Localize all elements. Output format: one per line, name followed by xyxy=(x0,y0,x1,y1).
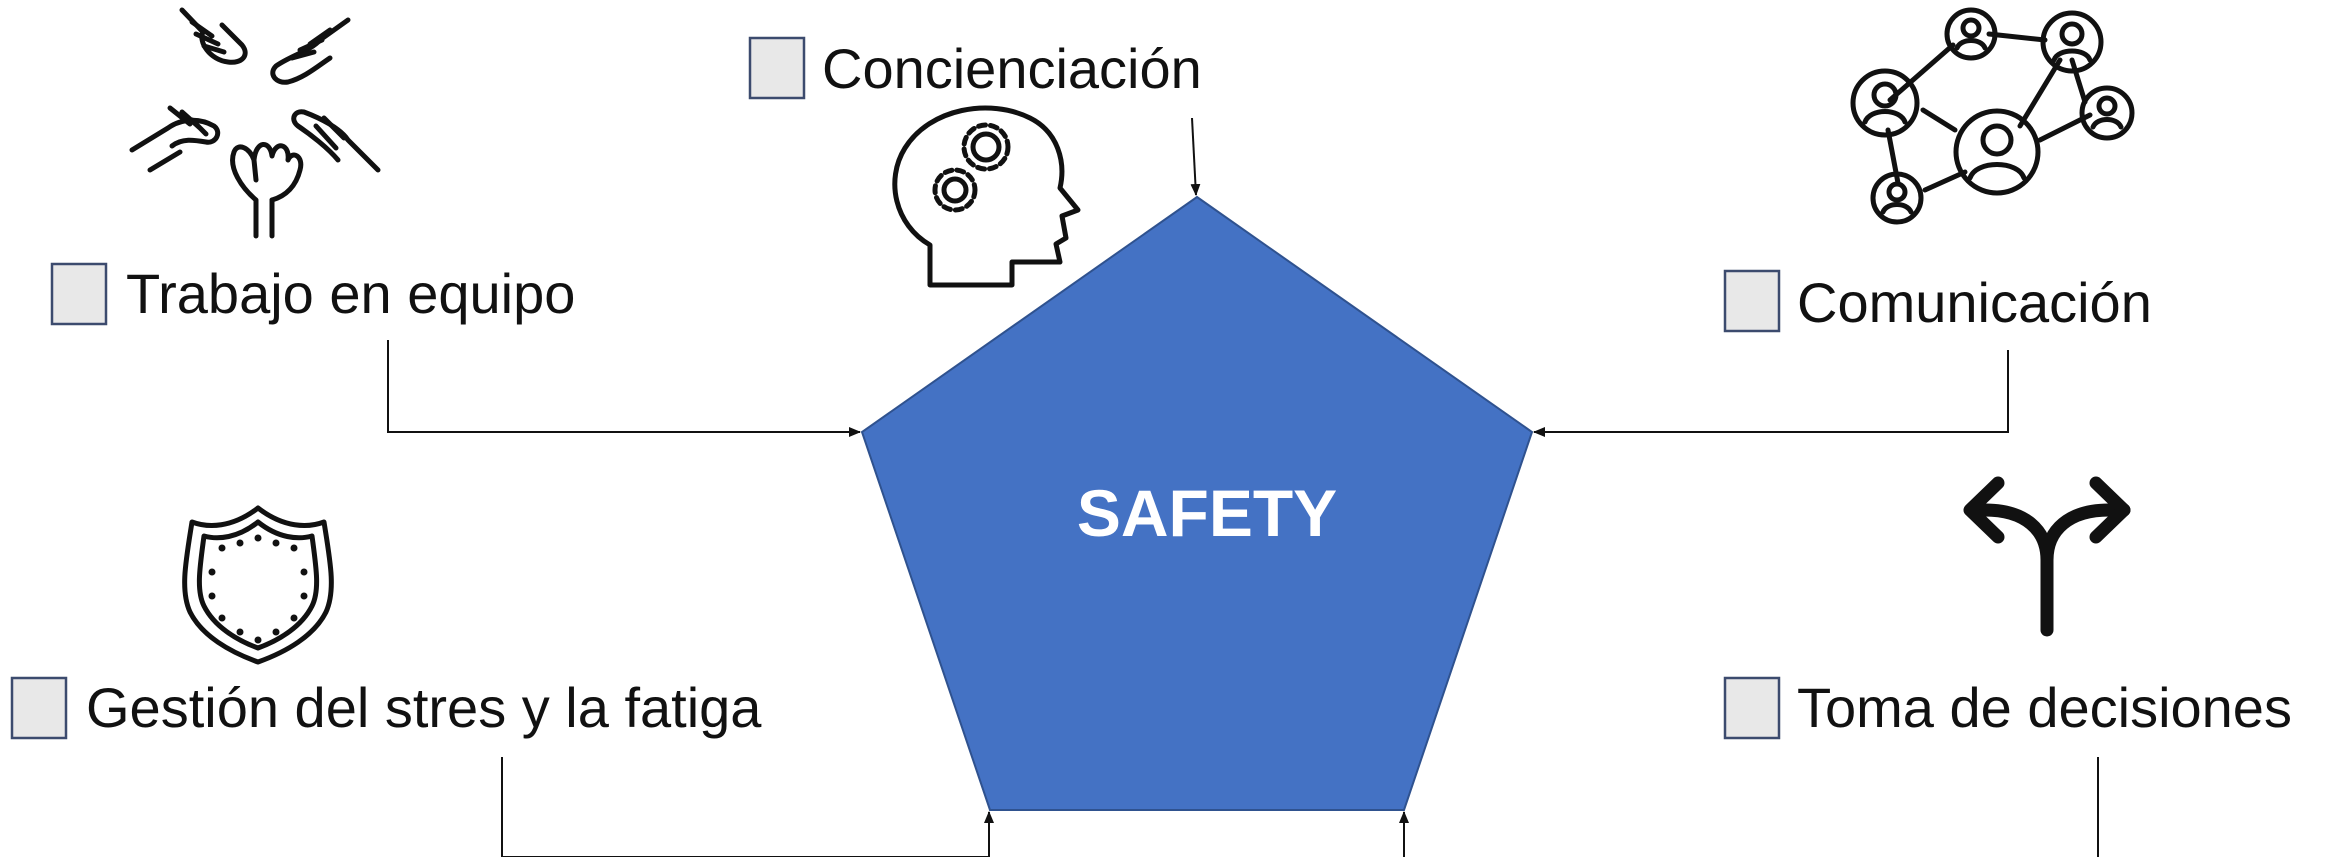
checkbox-trabajo[interactable] xyxy=(50,262,108,326)
head-gears-icon xyxy=(892,105,1081,288)
connector-gestion xyxy=(501,757,994,857)
label-gestion: Gestión del stres y la fatiga xyxy=(86,676,762,739)
label-decisiones: Toma de decisiones xyxy=(1797,676,2292,739)
connector-trabajo xyxy=(387,340,861,437)
checkbox-gestion[interactable] xyxy=(10,676,68,740)
shield-icon xyxy=(182,505,334,665)
label-trabajo: Trabajo en equipo xyxy=(126,262,575,325)
joined-hands-icon xyxy=(129,7,381,239)
safety-title: SAFETY xyxy=(1077,476,1337,550)
label-concienciacion: Concienciación xyxy=(822,37,1202,100)
checkbox-decisiones[interactable] xyxy=(1723,676,1781,740)
checkbox-concienciacion[interactable] xyxy=(748,36,806,100)
split-arrow-icon xyxy=(1963,476,2131,637)
people-network-icon xyxy=(1850,7,2135,225)
connector-comunicacion xyxy=(1533,350,2009,437)
connector-concienciacion xyxy=(1190,117,1201,196)
checkbox-comunicacion[interactable] xyxy=(1723,269,1781,333)
label-comunicacion: Comunicación xyxy=(1797,271,2152,334)
safety-pentagon xyxy=(860,195,1534,811)
